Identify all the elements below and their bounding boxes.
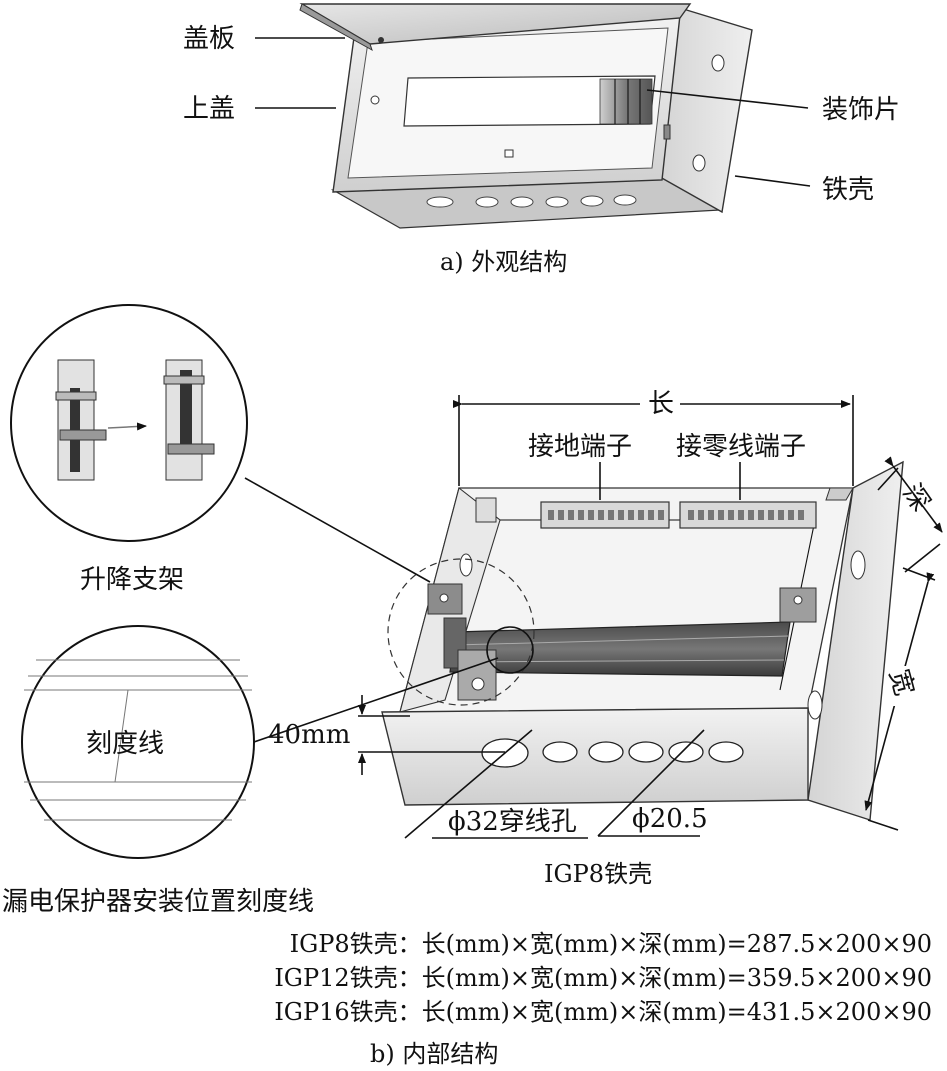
ground-terminal-block — [540, 501, 670, 529]
spec-igp16: IGP16铁壳：长(mm)×宽(mm)×深(mm)=431.5×200×90 — [274, 998, 932, 1026]
figure-a: 盖板 上盖 装饰片 铁壳 a) 外观结构 — [183, 3, 900, 276]
cover-latch — [504, 149, 514, 158]
label-decorative-piece: 装饰片 — [822, 95, 900, 125]
scale-highlight-circle — [486, 626, 534, 674]
spec-igp12: IGP12铁壳：长(mm)×宽(mm)×深(mm)=359.5×200×90 — [274, 964, 932, 992]
spec-igp8: IGP8铁壳：长(mm)×宽(mm)×深(mm)=287.5×200×90 — [290, 930, 932, 958]
label-40mm: 40mm — [268, 720, 350, 750]
decorative-piece — [599, 78, 653, 125]
caption-b: b) 内部结构 — [370, 1040, 498, 1068]
bracket-highlight-circle — [387, 558, 535, 706]
label-scale-line: 刻度线 — [86, 729, 164, 759]
right-bracket — [779, 587, 817, 623]
label-cover-plate: 盖板 — [183, 24, 235, 54]
caption-a: a) 外观结构 — [440, 248, 567, 276]
cover-plate-pin — [378, 37, 384, 43]
figure-b: 长 接地端子 接零线端子 — [2, 304, 943, 1068]
label-length: 长 — [648, 389, 674, 419]
corner-block-left — [475, 497, 497, 523]
depth-dimension-line — [884, 456, 943, 533]
right-wall-hole-1 — [850, 550, 866, 580]
label-iron-shell: 铁壳 — [822, 175, 874, 205]
label-depth: 深 — [896, 479, 935, 518]
label-neutral-terminal: 接零线端子 — [676, 432, 806, 462]
scale-note: 漏电保护器安装位置刻度线 — [2, 887, 314, 917]
cover-plate-edge — [299, 3, 373, 52]
left-lifting-bracket — [427, 583, 497, 701]
label-ground-terminal: 接地端子 — [528, 432, 632, 462]
neutral-terminal-block — [679, 501, 817, 529]
bottom-knockouts — [426, 194, 637, 208]
side-hinge — [663, 124, 671, 140]
shell-hole-2 — [692, 154, 706, 172]
label-lifting-bracket: 升降支架 — [80, 565, 184, 595]
scale-detail-illustration — [24, 659, 252, 821]
cover-screw-left — [370, 95, 380, 105]
model-label: IGP8铁壳 — [544, 860, 652, 888]
din-rail — [449, 621, 791, 677]
right-wall-hole-2 — [807, 690, 823, 720]
bracket-detail-illustration — [55, 359, 215, 481]
label-hole-20: ϕ20.5 — [632, 804, 708, 834]
shell-hole-1 — [711, 54, 725, 72]
label-hole-32: ϕ32穿线孔 — [448, 807, 577, 837]
label-top-cover: 上盖 — [183, 94, 235, 124]
bracket-detail-circle — [10, 304, 248, 542]
left-wall-hole — [459, 553, 473, 577]
